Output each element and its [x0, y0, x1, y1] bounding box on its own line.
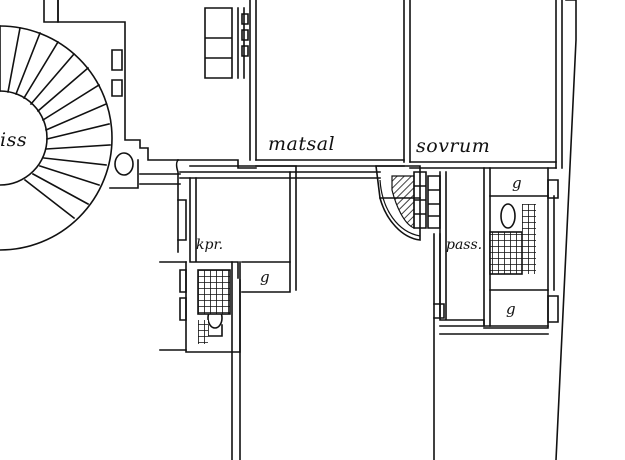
closet-label-g: g — [512, 174, 522, 192]
bath-tile-right-side — [522, 204, 536, 274]
stair-hatch — [391, 175, 415, 229]
room-label-kpr: kpr. — [196, 237, 224, 253]
spiral-staircase — [0, 0, 113, 251]
room-label-hiss: iss — [0, 129, 28, 151]
door-arc — [379, 179, 421, 237]
room-label-sovrum: sovrum — [416, 135, 491, 157]
bath-tile-right — [489, 231, 523, 275]
room-label-matsal: matsal — [268, 133, 336, 155]
bath-tile-left-lower — [198, 320, 208, 344]
bath-tile-left — [197, 269, 231, 315]
closet-label-g: g — [506, 300, 516, 318]
closet-label-g: g — [260, 268, 270, 286]
room-label-pass: pass. — [446, 237, 483, 253]
